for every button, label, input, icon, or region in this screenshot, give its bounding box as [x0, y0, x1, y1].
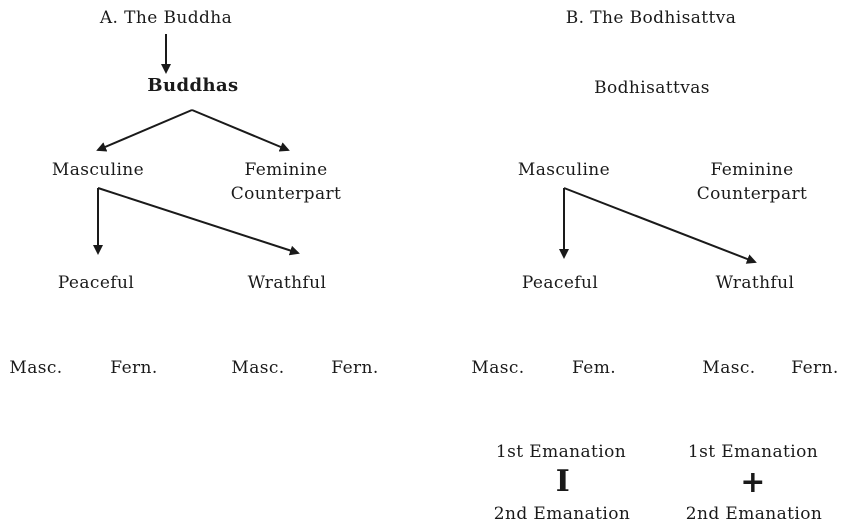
panel-a-leaf-4: Fern.: [331, 358, 379, 378]
emanation-left-mark: I: [555, 464, 571, 499]
emanation-left-bottom: 2nd Emanation: [493, 504, 631, 524]
panel-b-root: Bodhisattvas: [594, 78, 710, 98]
emanation-right-top: 1st Emanation: [687, 442, 819, 462]
panel-b-masculine: Masculine: [517, 160, 611, 180]
arrow-buddhas-to-masculine: [96, 109, 193, 152]
panel-a-root: Buddhas: [147, 75, 239, 96]
panel-a-masculine: Masculine: [51, 160, 145, 180]
emanation-right-mark: +: [740, 465, 766, 500]
emanation-left-top: 1st Emanation: [495, 442, 627, 462]
arrow-masculine-to-wrathful: [97, 187, 300, 256]
panel-a-peaceful: Peaceful: [57, 273, 135, 293]
panel-b-leaf-3: Masc.: [702, 358, 756, 378]
panel-a-leaf-1: Masc.: [9, 358, 63, 378]
panel-b-leaf-2: Fem.: [571, 358, 617, 378]
panel-b-feminine-line1: Feminine: [710, 160, 794, 180]
panel-a-wrathful: Wrathful: [247, 273, 327, 293]
panel-a-leaf-2: Fern.: [110, 358, 158, 378]
panel-b-peaceful: Peaceful: [521, 273, 599, 293]
panel-b-leaf-4: Fern.: [791, 358, 839, 378]
arrow-buddhas-to-feminine: [191, 109, 290, 152]
emanation-right-bottom: 2nd Emanation: [685, 504, 823, 524]
panel-a-feminine-line2: Counterpart: [230, 184, 342, 204]
panel-b-wrathful: Wrathful: [715, 273, 795, 293]
panel-a-title: A. The Buddha: [99, 8, 233, 28]
panel-b-leaf-1: Masc.: [471, 358, 525, 378]
panel-a-leaf-3: Masc.: [231, 358, 285, 378]
panel-b-feminine-line2: Counterpart: [696, 184, 808, 204]
panel-b-title: B. The Bodhisattva: [565, 8, 737, 28]
arrow-b-masculine-to-wrathful: [563, 187, 757, 264]
panel-a-feminine-line1: Feminine: [244, 160, 328, 180]
